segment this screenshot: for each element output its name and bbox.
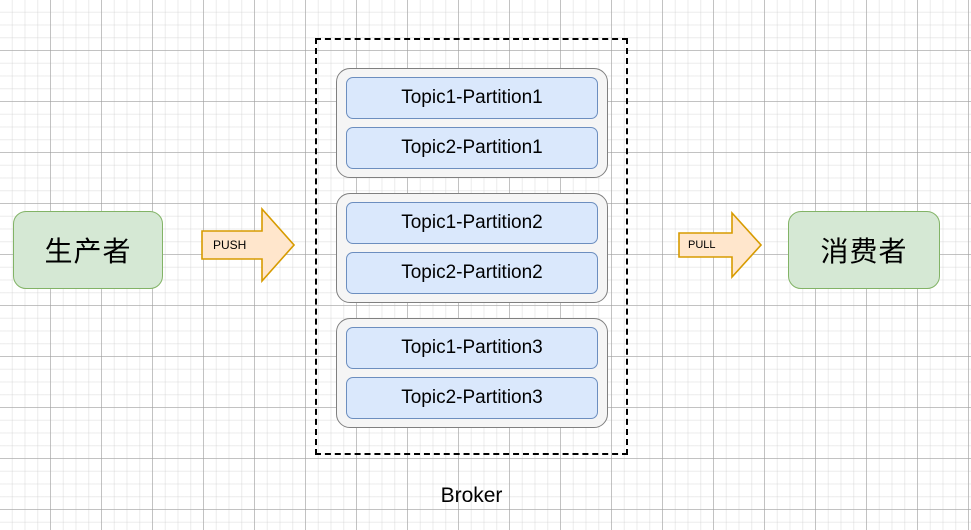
partition-label: Topic1-Partition1 [401, 87, 543, 108]
partition-label: Topic1-Partition3 [401, 337, 543, 358]
push-arrow[interactable]: PUSH [201, 207, 295, 283]
partition-box[interactable]: Topic1-Partition3 [346, 327, 598, 369]
broker-container: Topic1-Partition1 Topic2-Partition1 Topi… [315, 38, 628, 455]
producer-node[interactable]: 生产者 [13, 211, 163, 289]
partition-group-2[interactable]: Topic1-Partition2 Topic2-Partition2 [336, 193, 608, 303]
partition-label: Topic1-Partition2 [401, 212, 543, 233]
partition-label: Topic2-Partition2 [401, 262, 543, 283]
partition-label: Topic2-Partition3 [401, 387, 543, 408]
partition-label: Topic2-Partition1 [401, 137, 543, 158]
partition-box[interactable]: Topic2-Partition2 [346, 252, 598, 294]
partition-group-1[interactable]: Topic1-Partition1 Topic2-Partition1 [336, 68, 608, 178]
broker-label: Broker [440, 484, 503, 507]
producer-label: 生产者 [44, 236, 132, 267]
partition-group-3[interactable]: Topic1-Partition3 Topic2-Partition3 [336, 318, 608, 428]
partition-box[interactable]: Topic2-Partition1 [346, 127, 598, 169]
partition-box[interactable]: Topic1-Partition2 [346, 202, 598, 244]
pull-arrow-icon [678, 211, 762, 279]
partition-box[interactable]: Topic1-Partition1 [346, 77, 598, 119]
partition-box[interactable]: Topic2-Partition3 [346, 377, 598, 419]
consumer-label: 消费者 [820, 236, 908, 267]
pull-arrow[interactable]: PULL [678, 211, 762, 279]
consumer-node[interactable]: 消费者 [788, 211, 940, 289]
push-arrow-icon [201, 207, 295, 283]
